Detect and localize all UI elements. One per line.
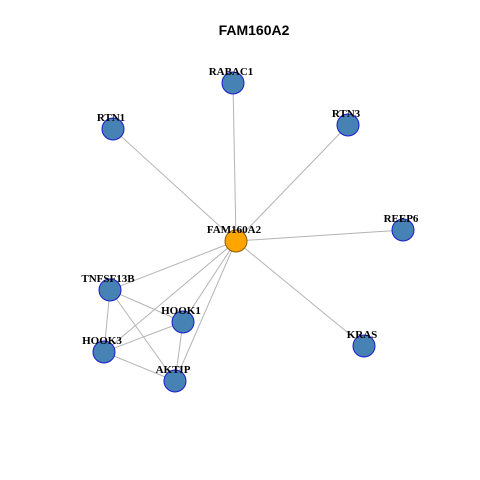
node-circle-rtn3[interactable]: [336, 113, 360, 137]
node-reep6[interactable]: REEP6: [384, 213, 419, 242]
edge-tnfsf13b-hook1: [109, 289, 184, 323]
node-label-rtn3: RTN3: [332, 108, 361, 120]
edge-fam160a2-kras: [235, 240, 365, 347]
node-label-rabac1: RABAC1: [209, 66, 254, 78]
edge-fam160a2-reep6: [235, 229, 404, 242]
node-circle-rtn1[interactable]: [101, 117, 125, 141]
edge-fam160a2-aktip: [174, 240, 237, 382]
edge-tnfsf13b-aktip: [109, 289, 176, 382]
node-label-kras: KRAS: [347, 329, 378, 341]
node-rtn1[interactable]: RTN1: [97, 112, 125, 141]
edge-hook1-hook3: [103, 321, 184, 353]
node-rtn3[interactable]: RTN3: [332, 108, 361, 137]
graph-title: FAM160A2: [219, 22, 290, 38]
node-circle-rabac1[interactable]: [221, 71, 245, 95]
node-hook1[interactable]: HOOK1: [161, 305, 201, 334]
node-label-aktip: AKTIP: [156, 364, 191, 376]
node-label-fam160a2: FAM160A2: [207, 224, 262, 236]
node-circle-fam160a2[interactable]: [224, 229, 248, 253]
edge-fam160a2-rtn3: [235, 124, 349, 242]
node-tnfsf13b[interactable]: TNFSF13B: [81, 273, 135, 302]
node-circle-kras[interactable]: [352, 334, 376, 358]
node-label-hook3: HOOK3: [82, 335, 122, 347]
node-kras[interactable]: KRAS: [347, 329, 378, 358]
edge-fam160a2-hook3: [103, 240, 237, 353]
node-rabac1[interactable]: RABAC1: [209, 66, 254, 95]
node-label-hook1: HOOK1: [161, 305, 201, 317]
edge-fam160a2-tnfsf13b: [109, 240, 237, 291]
node-label-reep6: REEP6: [384, 213, 419, 225]
edge-fam160a2-hook1: [182, 240, 237, 323]
node-fam160a2[interactable]: FAM160A2: [207, 224, 262, 253]
node-label-tnfsf13b: TNFSF13B: [81, 273, 135, 285]
edge-hook3-aktip: [103, 351, 176, 382]
node-label-rtn1: RTN1: [97, 112, 125, 124]
node-circle-tnfsf13b[interactable]: [98, 278, 122, 302]
node-circle-aktip[interactable]: [163, 369, 187, 393]
node-circle-hook1[interactable]: [171, 310, 195, 334]
node-circle-hook3[interactable]: [92, 340, 116, 364]
node-circle-reep6[interactable]: [391, 218, 415, 242]
node-aktip[interactable]: AKTIP: [156, 364, 191, 393]
node-hook3[interactable]: HOOK3: [82, 335, 122, 364]
edge-fam160a2-rtn1: [112, 128, 237, 242]
edge-fam160a2-rabac1: [232, 82, 237, 242]
